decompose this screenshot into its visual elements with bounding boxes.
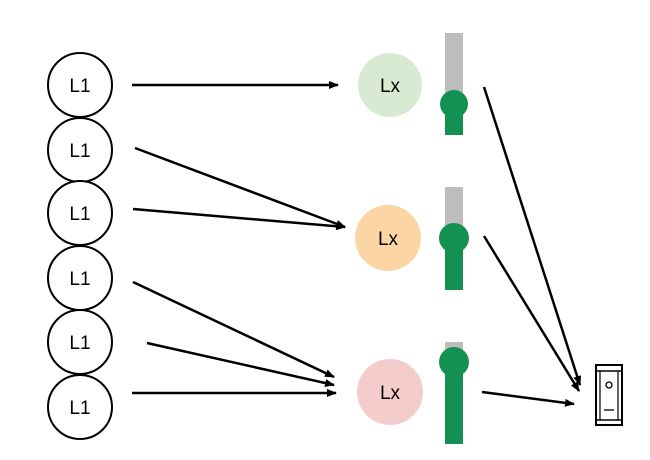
aggregator-node-label: Lx xyxy=(380,383,401,404)
source-node: L1 xyxy=(47,245,113,311)
gauge xyxy=(439,342,469,444)
aggregator-node-circle xyxy=(355,205,421,271)
source-node-label: L1 xyxy=(69,76,90,97)
source-node: L1 xyxy=(47,374,113,440)
gauge-knob xyxy=(440,90,468,118)
edge-arrow xyxy=(146,341,335,387)
source-node-label: L1 xyxy=(69,333,90,354)
source-node-label: L1 xyxy=(69,269,90,290)
gauge xyxy=(439,187,469,290)
gauge-knob xyxy=(439,223,469,253)
source-node: L1 xyxy=(47,180,113,246)
edge-arrow xyxy=(134,146,346,229)
source-node-label: L1 xyxy=(69,204,90,225)
edge-arrow xyxy=(482,86,582,386)
gauge-knob xyxy=(439,347,469,377)
aggregator-node: Lx xyxy=(358,53,422,117)
source-node: L1 xyxy=(47,117,113,183)
aggregator-node-label: Lx xyxy=(380,76,401,97)
source-node: L1 xyxy=(47,309,113,375)
source-node: L1 xyxy=(47,52,113,118)
gauge-fill xyxy=(445,355,463,444)
gauge xyxy=(440,33,468,135)
server-icon xyxy=(595,364,623,426)
aggregator-node: Lx xyxy=(355,205,421,271)
edge-arrow xyxy=(132,207,346,231)
source-node-label: L1 xyxy=(69,398,90,419)
edge-arrow xyxy=(482,235,581,392)
source-node-label: L1 xyxy=(69,141,90,162)
aggregator-node-circle xyxy=(357,359,423,425)
aggregator-node-circle xyxy=(358,53,422,117)
edge-arrow xyxy=(481,390,575,407)
edge-arrow xyxy=(132,280,335,379)
aggregator-node-label: Lx xyxy=(378,229,399,250)
source-node-circle xyxy=(47,374,113,440)
aggregator-node: Lx xyxy=(357,359,423,425)
